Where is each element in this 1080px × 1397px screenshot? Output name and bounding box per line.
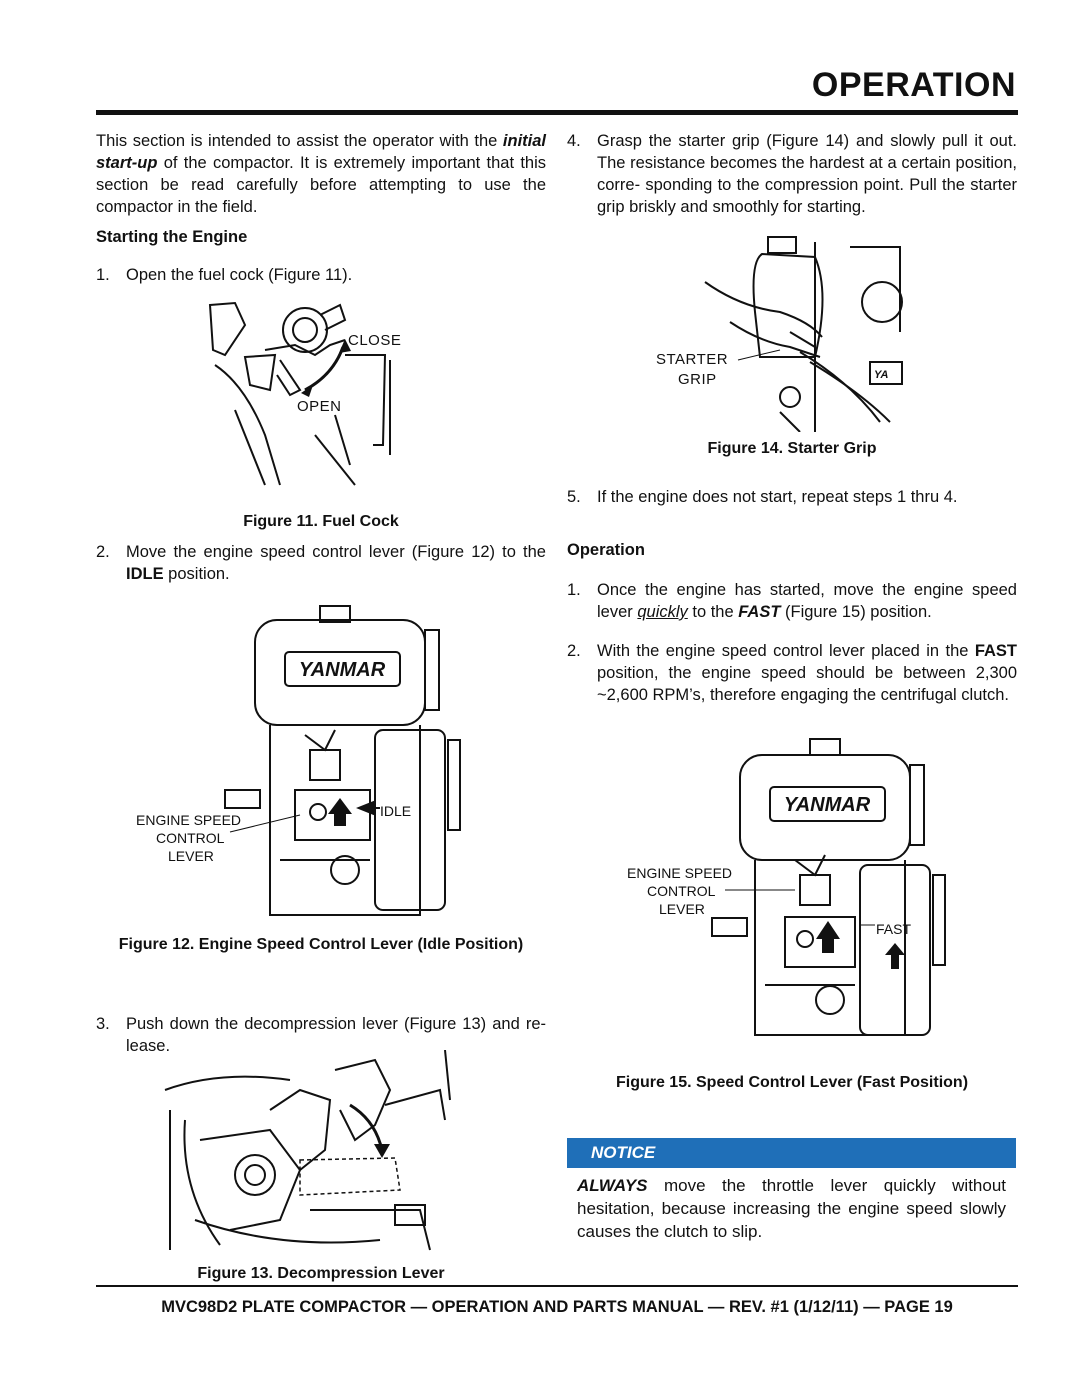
op-step-1-quickly: quickly	[637, 603, 688, 621]
intro-paragraph: This section is intended to assist the o…	[96, 130, 546, 218]
step-2-text: Move the engine speed control lever (Fig…	[126, 543, 546, 561]
notice-text: move the throttle lever quickly without …	[577, 1176, 1006, 1241]
operation-step-1: 1. Once the engine has started, move the…	[567, 579, 1017, 623]
figure-12-caption: Figure 12. Engine Speed Control Lever (I…	[118, 936, 524, 953]
figure-15-caption: Figure 15. Speed Control Lever (Fast Pos…	[615, 1074, 969, 1091]
step-1-text: Open the fuel cock (Figure 11).	[126, 266, 353, 284]
step-3-text: Push down the decompression lever (Figur…	[126, 1015, 546, 1055]
op-step-1-text-c: (Figure 15) position.	[780, 603, 932, 621]
fig15-label-control: CONTROL	[647, 883, 716, 899]
notice-box: NOTICE ALWAYS move the throttle lever qu…	[567, 1138, 1016, 1252]
step-3: 3. Push down the decompression lever (Fi…	[96, 1013, 546, 1057]
op-step-1-text-b: to the	[687, 603, 739, 621]
operation-step-2: 2. With the engine speed control lever p…	[567, 640, 1017, 706]
fig15-label-fast: FAST	[876, 921, 911, 937]
fig15-label-engine-speed: ENGINE SPEED	[627, 865, 732, 881]
step-1: 1. Open the fuel cock (Figure 11).	[96, 264, 546, 286]
figure-14-caption: Figure 14. Starter Grip	[707, 440, 877, 457]
step-2: 2. Move the engine speed control lever (…	[96, 541, 546, 585]
op-step-1-number: 1.	[567, 581, 581, 599]
engine-idle-illustration: YANMAR ENGINE SPEED CONTROL LEVER IDLE	[136, 605, 461, 916]
fig14-label-grip: GRIP	[678, 371, 717, 388]
figure-13-caption: Figure 13. Decompression Lever	[197, 1265, 445, 1282]
fig12-label-idle: IDLE	[380, 803, 411, 819]
intro-emphasis: initial start-up	[96, 132, 546, 172]
op-step-1-fast: FAST	[738, 603, 781, 621]
step-5: 5. If the engine does not start, repeat …	[567, 486, 1017, 508]
step-4-text: Grasp the starter grip (Figure 14) and s…	[597, 132, 1017, 216]
op-step-2-text-b: position, the engine speed should be bet…	[597, 664, 1017, 704]
fuel-cock-illustration: CLOSE OPEN	[208, 301, 401, 486]
notice-always: ALWAYS	[577, 1176, 648, 1195]
header-rule	[96, 110, 1018, 115]
step-5-text: If the engine does not start, repeat ste…	[597, 488, 958, 506]
starter-grip-illustration: YA STARTER GRIP	[656, 236, 903, 432]
figure-11-caption: Figure 11. Fuel Cock	[243, 513, 399, 530]
step-3-number: 3.	[96, 1015, 110, 1033]
notice-heading: NOTICE	[567, 1138, 1016, 1168]
step-4: 4. Grasp the starter grip (Figure 14) an…	[567, 130, 1017, 218]
page-footer: MVC98D2 PLATE COMPACTOR — OPERATION AND …	[161, 1298, 953, 1316]
fig12-brand: YANMAR	[299, 659, 386, 681]
fig15-label-lever: LEVER	[659, 901, 705, 917]
fig14-label-starter: STARTER	[656, 351, 728, 368]
fig12-label-lever: LEVER	[168, 848, 214, 864]
fig15-brand: YANMAR	[784, 794, 871, 816]
intro-text-2: of the compactor. It is extremely import…	[96, 154, 546, 216]
starting-engine-heading: Starting the Engine	[96, 228, 248, 246]
fig12-label-control: CONTROL	[156, 830, 225, 846]
notice-body: ALWAYS move the throttle lever quickly w…	[567, 1168, 1016, 1243]
step-1-number: 1.	[96, 266, 110, 284]
fig11-open-label: OPEN	[297, 398, 342, 415]
operation-heading: Operation	[567, 541, 645, 559]
footer-rule	[96, 1285, 1018, 1287]
engine-fast-illustration: YANMAR ENGINE SPEED CONTROL LEVER FAST	[627, 738, 946, 1036]
op-step-2-text-a: With the engine speed control lever plac…	[597, 642, 975, 660]
step-2-number: 2.	[96, 543, 110, 561]
decompression-lever-illustration	[164, 1050, 451, 1251]
fig12-label-engine-speed: ENGINE SPEED	[136, 812, 241, 828]
step-5-number: 5.	[567, 488, 581, 506]
intro-text-1: This section is intended to assist the o…	[96, 132, 503, 150]
svg-text:YA: YA	[874, 369, 889, 381]
op-step-2-fast: FAST	[974, 642, 1017, 660]
step-2-idle: IDLE	[126, 565, 164, 583]
step-4-number: 4.	[567, 132, 581, 150]
page-title: OPERATION	[811, 66, 1016, 104]
fig11-close-label: CLOSE	[348, 332, 401, 349]
op-step-2-number: 2.	[567, 642, 581, 660]
op-step-1-text-a: Once the engine has started, move the en…	[597, 581, 1017, 621]
step-2-tail: position.	[163, 565, 230, 583]
